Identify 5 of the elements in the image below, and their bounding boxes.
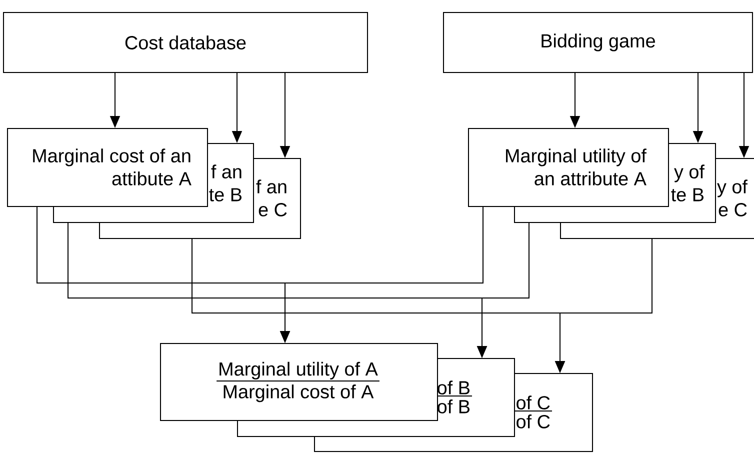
stacked-card: Marginal cost of an attibute A — [7, 128, 208, 207]
fraction-card: Marginal utility of A Marginal cost of A — [160, 343, 438, 421]
source-box: Cost database — [3, 12, 368, 73]
stacked-card: Marginal utility of an attribute A — [468, 128, 669, 207]
source-box: Bidding game — [443, 12, 753, 73]
